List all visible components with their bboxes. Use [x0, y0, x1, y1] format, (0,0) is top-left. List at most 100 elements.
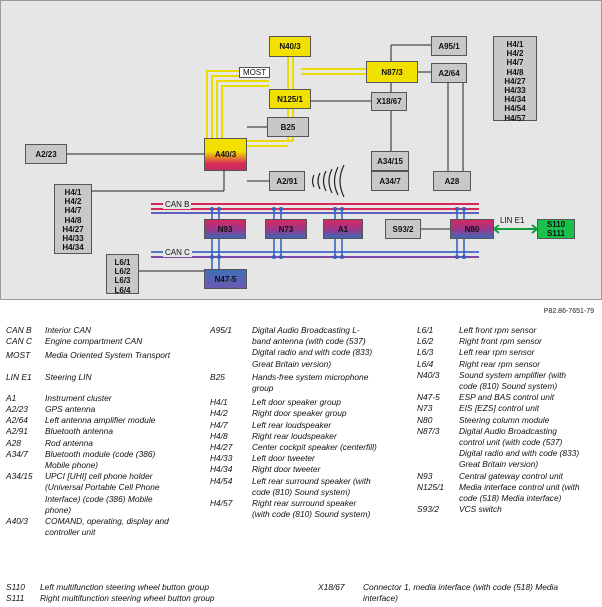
list-entry: L6/2	[114, 267, 131, 277]
legend-description: Bluetooth antenna	[45, 426, 113, 437]
legend-description: Digital Audio Broadcasting	[459, 425, 557, 436]
legend-description: phone)	[45, 504, 72, 515]
list-entry: H4/34	[504, 95, 526, 105]
legend-description: ESP and BAS control unit	[459, 392, 555, 403]
can-c-label: CAN C	[163, 248, 192, 257]
legend-description: Right rear surround speaker	[252, 498, 357, 508]
legend-description: Hands-free system microphone	[252, 371, 369, 382]
list-entry: H4/34	[62, 243, 84, 253]
legend-description: control unit (with code (537)	[459, 437, 563, 447]
list-entry: H4/33	[504, 86, 526, 96]
legend-code: N40/3	[417, 369, 440, 380]
node-x18-67: X18/67	[371, 92, 407, 111]
legend-code: H4/2	[210, 408, 228, 419]
most-label: MOST	[239, 67, 271, 78]
legend-description: Digital Audio Broadcasting L-	[252, 325, 360, 335]
legend-description: EIS [EZS] control unit	[459, 403, 540, 414]
legend-description: Interface) (code (386) Mobile	[45, 493, 153, 504]
legend-description: Great Britain version)	[459, 459, 539, 470]
legend-code: CAN B	[6, 325, 32, 335]
node-s111-label: S111	[547, 229, 565, 238]
list-entry: L6/4	[114, 285, 131, 295]
legend-description: GPS antenna	[45, 404, 96, 414]
legend-description: Digital radio and with code (833)	[459, 448, 580, 459]
legend-code: B25	[210, 371, 225, 382]
legend-description: Interior CAN	[45, 325, 92, 335]
legend-description: Media Oriented System Transport	[45, 350, 171, 361]
list-entry: H4/2	[64, 197, 82, 207]
legend-code: L6/1	[417, 325, 434, 335]
legend-description: Right multifunction steering wheel butto…	[40, 593, 215, 604]
legend-description: Central gateway control unit	[459, 470, 563, 481]
legend-description: COMAND, operating, display and	[45, 516, 169, 526]
list-entry: H4/2	[506, 49, 524, 59]
list-entry: H4/27	[62, 224, 84, 234]
legend-description: band antenna (with code (537)	[252, 336, 366, 347]
legend-code: LIN E1	[6, 371, 32, 382]
legend-code: A28	[6, 437, 21, 448]
legend-code: H4/57	[210, 498, 233, 508]
wiring-diagram: N40/3 A95/1 N87/3 A2/64 N125/1 X18/67 B2…	[0, 0, 602, 300]
node-n40-3: N40/3	[269, 36, 311, 57]
legend-description: Center cockpit speaker (centerfill)	[252, 442, 377, 452]
node-n93: N93	[204, 219, 246, 239]
node-s110-label: S110	[546, 220, 566, 229]
list-entry: H4/33	[62, 234, 84, 244]
node-n87-3: N87/3	[366, 61, 418, 83]
legend-description: UPCI [UHI] cell phone holder	[45, 471, 153, 482]
legend-code: H4/33	[210, 453, 233, 464]
legend-code: A2/23	[6, 404, 28, 414]
legend-description: code (810) Sound system)	[252, 486, 351, 497]
list-entry: H4/8	[506, 67, 524, 77]
legend-description: Left multifunction steering wheel button…	[40, 582, 210, 592]
legend-description: Left front rpm sensor	[459, 325, 537, 335]
node-a2-91: A2/91	[269, 171, 305, 191]
legend-description: Left rear surround speaker (with	[252, 475, 371, 486]
legend-code: CAN C	[6, 336, 33, 347]
legend-code: X18/67	[318, 582, 345, 592]
legend-code: H4/8	[210, 430, 228, 441]
legend-description: Instrument cluster	[45, 392, 112, 403]
list-entry: H4/1	[506, 40, 524, 49]
legend-description: Left door tweeter	[252, 453, 315, 464]
legend-code: S110	[6, 582, 25, 592]
legend-description: Right door speaker group	[252, 408, 347, 419]
legend-code: MOST	[6, 350, 31, 361]
legend-description: (Universal Portable Cell Phone	[45, 482, 160, 493]
legend-code: A40/3	[6, 516, 28, 526]
legend-code: A34/15	[6, 471, 33, 482]
legend-code: N93	[417, 470, 433, 481]
list-entry: H4/8	[64, 215, 82, 225]
legend-code: N80	[417, 414, 433, 425]
list-entry: L6/1	[114, 258, 131, 267]
list-entry: H4/1	[64, 188, 82, 197]
legend-description: Right rear loudspeaker	[252, 430, 337, 441]
legend-description: Media interface control unit (with	[459, 481, 580, 492]
node-s110-s111: S110 S111	[537, 219, 575, 239]
legend-code: L6/4	[417, 358, 434, 369]
legend-code: N125/1	[417, 481, 445, 492]
legend-code: L6/2	[417, 336, 434, 347]
legend-code: A1	[6, 392, 17, 403]
legend-description: group	[252, 383, 274, 393]
legend-code: S111	[6, 593, 25, 604]
legend-code: A2/64	[6, 415, 28, 426]
legend-description: Mobile phone)	[45, 460, 99, 470]
node-a2-64: A2/64	[431, 63, 467, 83]
legend-description: Left rear rpm sensor	[459, 347, 535, 358]
legend-description: interface)	[363, 593, 398, 604]
node-a34-7: A34/7	[371, 171, 409, 191]
legend-description: Digital radio and with code (833)	[252, 347, 373, 358]
legend-code: A95/1	[210, 325, 232, 335]
node-a28: A28	[433, 171, 471, 191]
node-s93-2: S93/2	[385, 219, 421, 239]
legend-description: Right door tweeter	[252, 464, 321, 475]
node-a40-3: A40/3	[204, 138, 247, 171]
list-entry: H4/57	[504, 113, 526, 123]
legend-description: (with code (810) Sound system)	[252, 509, 371, 520]
legend-code: S93/2	[417, 504, 439, 515]
legend-description: Left antenna amplifier module	[45, 415, 156, 426]
legend-description: Left door speaker group	[252, 397, 341, 408]
